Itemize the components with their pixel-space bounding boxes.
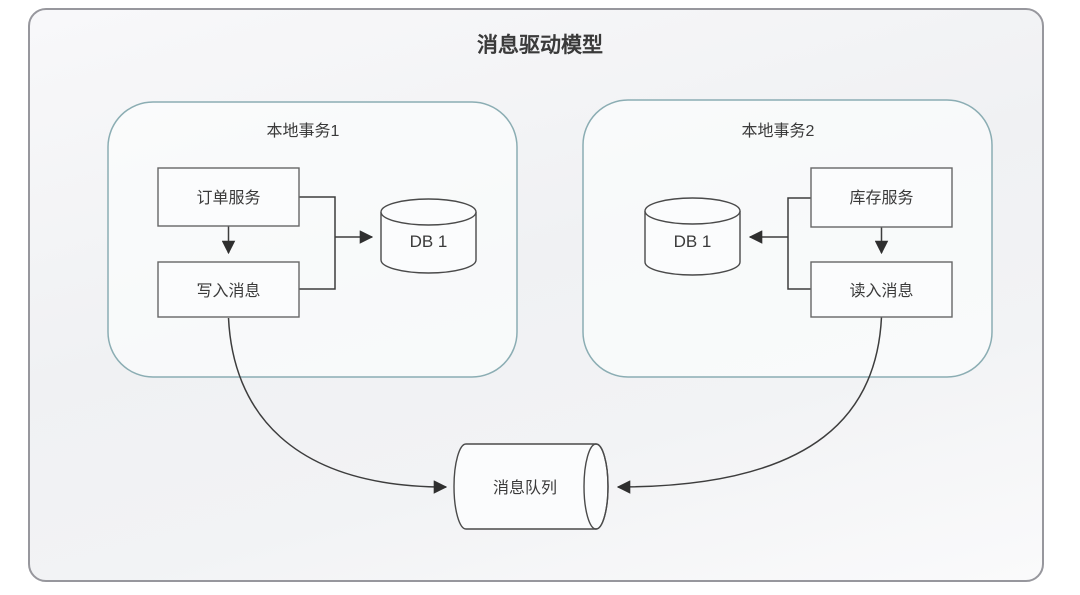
read-message-label: 读入消息 [849, 282, 913, 300]
inventory-service-node [810, 167, 953, 228]
db1-left-label: DB 1 [410, 232, 448, 251]
local-transaction-1-label: 本地事务1 [267, 122, 340, 140]
db1-right-label: DB 1 [674, 232, 712, 251]
read-message-node [810, 261, 953, 318]
diagram-title: 消息驱动模型 [477, 33, 603, 57]
message-queue-label: 消息队列 [493, 479, 557, 497]
read-message-to-queue-arrow [616, 316, 883, 494]
db1-right-cylinder: DB 1 [644, 197, 741, 276]
write-message-node [157, 261, 300, 318]
local-transaction-2-label: 本地事务2 [742, 122, 815, 140]
order-service-label: 订单服务 [196, 189, 260, 207]
order-service-node [157, 167, 300, 227]
db1-left-cylinder: DB 1 [380, 198, 477, 274]
right-bracket-connector [787, 197, 811, 290]
write-message-to-queue-arrow [227, 317, 448, 494]
left-bracket-connector [299, 196, 336, 290]
message-queue-cylinder: 消息队列 [453, 443, 609, 530]
inventory-service-label: 库存服务 [849, 189, 913, 207]
write-message-label: 写入消息 [196, 282, 260, 300]
